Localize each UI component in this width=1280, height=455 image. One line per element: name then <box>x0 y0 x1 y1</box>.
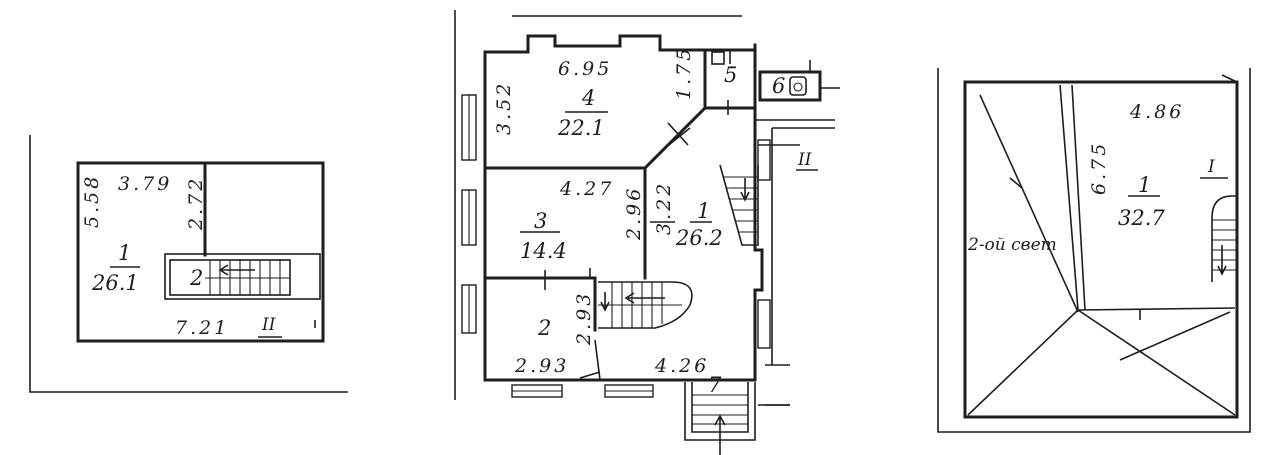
room4-dim-left: 3.52 <box>493 81 515 135</box>
entrance-steps <box>692 394 748 425</box>
room1-dim-left: 3.22 <box>653 181 675 235</box>
left-stair-enclosure <box>164 253 321 300</box>
room2-stair-arrow <box>624 292 665 304</box>
room1-number: 1 <box>697 199 710 223</box>
window-right-1 <box>757 139 771 181</box>
right-stair-arrow <box>1217 245 1227 276</box>
room2-stair-down-arrow <box>600 292 610 312</box>
room4-area: 22.1 <box>557 116 605 140</box>
left-plan-room-walls <box>76 161 325 343</box>
room1-area: 26.2 <box>675 226 723 250</box>
room2-curved-stair <box>598 281 693 329</box>
left-room-area: 26.1 <box>91 271 139 295</box>
left-section-mark: II <box>261 315 276 335</box>
right-room-number: 1 <box>1138 173 1151 197</box>
left-dim-top: 3.79 <box>118 173 172 195</box>
room1-stair-flight <box>719 164 759 246</box>
toilet-fixture-icon <box>789 76 807 96</box>
room2-bottom-dim-tick <box>579 371 601 379</box>
middle-adjacent-structure <box>755 119 835 406</box>
room3-number: 3 <box>534 209 547 233</box>
left-dim-left: 5.58 <box>81 174 103 228</box>
left-dim-bottom: 7.21 <box>175 317 229 339</box>
room5-number: 5 <box>724 63 737 87</box>
left-floor-plan: 3.79 5.58 2.72 1 26.1 2 7.21 II <box>29 135 348 393</box>
room6-number: 6 <box>772 74 785 98</box>
window-right-2 <box>757 299 771 349</box>
left-stair-treads <box>205 260 290 295</box>
room2-number: 2 <box>537 316 551 340</box>
right-arched-stair <box>1211 195 1238 282</box>
right-plan-corner-mark <box>1221 74 1238 83</box>
middle-section-mark: II <box>797 150 812 170</box>
door-mark-room2 <box>594 339 601 381</box>
middle-floor-plan: 6.95 3.52 1.75 4 22.1 5 6 4.27 2.96 3 14… <box>454 10 840 455</box>
door-mark-cross <box>667 122 689 146</box>
middle-dim-bottom-right: 4.26 <box>654 355 709 377</box>
room6-annex <box>758 70 822 102</box>
room2-dim-bottom: 2.93 <box>514 355 569 377</box>
right-dim-top: 4.86 <box>1129 101 1184 123</box>
right-floor-plan: 4.86 6.75 1 32.7 I 2-ой свет <box>937 68 1251 433</box>
right-plan-void-lines <box>967 84 1236 416</box>
room3-area: 14.4 <box>520 239 567 263</box>
room2-dim-vertical: 2.93 <box>573 291 595 346</box>
left-dim-right: 2.72 <box>185 176 207 231</box>
room5-fixture <box>711 51 725 65</box>
diagonal-partition <box>642 105 708 171</box>
entrance-arrow <box>714 414 726 455</box>
room1-stair-arrow <box>740 178 750 202</box>
right-dim-left: 6.75 <box>1088 141 1110 195</box>
toilet-bowl-icon <box>793 82 803 92</box>
right-section-mark: I <box>1207 157 1215 177</box>
left-room-number: 1 <box>118 241 131 265</box>
room3-dim-top: 4.27 <box>559 178 614 200</box>
room4-number: 4 <box>581 86 595 110</box>
right-light-note: 2-ой свет <box>967 235 1057 255</box>
room4-dim-top: 6.95 <box>558 58 612 80</box>
right-plan-outer-boundary <box>937 68 1251 433</box>
right-room-area: 32.7 <box>1118 206 1165 230</box>
left-stair-arrow <box>218 264 255 276</box>
room1-stair-treads <box>723 176 758 233</box>
entrance-number: 7 <box>708 373 722 397</box>
door-mark-diagonal <box>664 127 691 149</box>
left-stair-number: 2 <box>189 266 203 290</box>
right-stair-treads <box>1212 219 1237 271</box>
left-plan-outer-boundary <box>29 135 348 393</box>
room3-dim-right: 2.96 <box>623 186 645 241</box>
room2-stair-treads <box>598 282 682 328</box>
room4-dim-right: 1.75 <box>673 46 695 100</box>
middle-plan-right-wall <box>753 106 764 382</box>
middle-plan-top-wall <box>483 34 757 110</box>
